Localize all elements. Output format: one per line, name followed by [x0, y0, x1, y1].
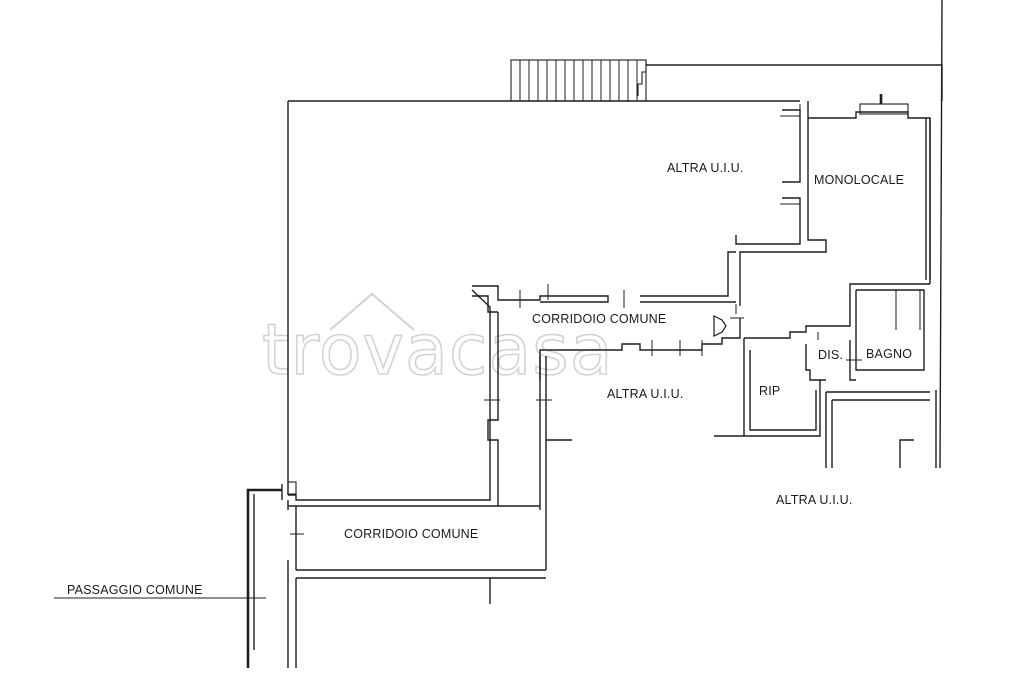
label-altra-uiu-top: ALTRA U.I.U.: [667, 161, 744, 175]
label-rip: RIP: [759, 384, 780, 398]
label-monolocale: MONOLOCALE: [814, 173, 904, 187]
label-altra-uiu-right: ALTRA U.I.U.: [776, 493, 853, 507]
arrow-icon: [713, 315, 727, 337]
label-passaggio-comune: PASSAGGIO COMUNE: [67, 583, 203, 597]
label-corridoio-comune-lower: CORRIDOIO COMUNE: [344, 527, 478, 541]
upper-partitions: [735, 104, 931, 306]
lower-corridor-walls: [54, 481, 546, 668]
label-corridoio-comune-upper: CORRIDOIO COMUNE: [532, 312, 666, 326]
label-altra-uiu-mid: ALTRA U.I.U.: [607, 387, 684, 401]
house-roof-icon: [329, 292, 415, 331]
outer-walls: [287, 0, 943, 501]
upper-corridor-walls: [472, 251, 744, 570]
watermark: trovacasa: [261, 292, 613, 392]
service-rooms-walls: [714, 283, 937, 468]
label-bagno: BAGNO: [866, 347, 912, 361]
room-labels: ALTRA U.I.U. MONOLOCALE CORRIDOIO COMUNE…: [67, 161, 912, 597]
label-dis: DIS.: [818, 348, 843, 362]
stair: [510, 59, 647, 102]
